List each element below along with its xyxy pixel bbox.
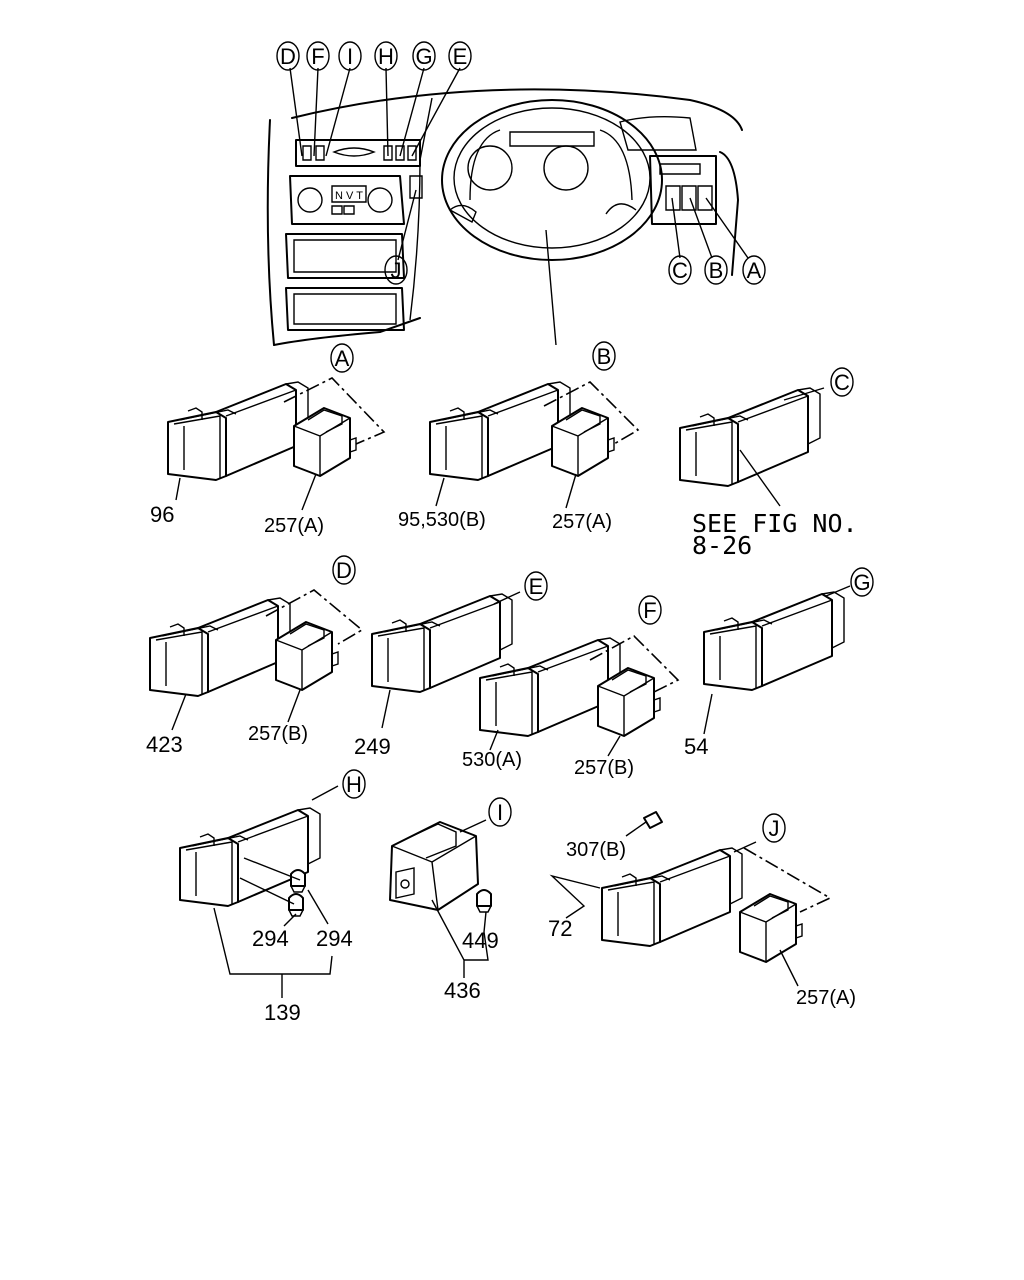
group-G-callout[interactable]: G xyxy=(850,567,874,597)
dashboard-callout-I[interactable]: I xyxy=(338,41,362,71)
switch-95-530b[interactable] xyxy=(429,381,571,481)
dashboard-callout-H[interactable]: H xyxy=(374,41,398,71)
part-number-449: 449 xyxy=(462,928,499,953)
bulb-294[interactable] xyxy=(290,869,306,893)
group-H: H 294 294 139 xyxy=(179,769,366,1025)
callout-letter: B xyxy=(709,258,724,283)
callout-letter: G xyxy=(853,570,870,595)
part-number-294: 294 xyxy=(316,926,353,951)
callout-letter: G xyxy=(415,44,432,69)
dashboard-callout-G[interactable]: G xyxy=(412,41,436,71)
bulb-449[interactable] xyxy=(476,889,492,913)
part-number-257b: 257(B) xyxy=(248,723,308,745)
group-C-callout[interactable]: C xyxy=(830,367,854,397)
group-J-callout[interactable]: J xyxy=(762,813,786,843)
dashboard-overview xyxy=(266,67,749,346)
group-J: J 307(B) 72 257(A) xyxy=(548,811,856,1009)
switch-436[interactable] xyxy=(389,821,479,911)
part-number-257a: 257(A) xyxy=(796,987,856,1009)
part-number-257a: 257(A) xyxy=(264,515,324,537)
part-number-436: 436 xyxy=(444,978,481,1003)
callout-letter: I xyxy=(497,800,503,825)
callout-letter: C xyxy=(834,370,850,395)
dashboard-callout-D[interactable]: D xyxy=(276,41,300,71)
callout-letter: J xyxy=(769,816,780,841)
group-E: E 249 xyxy=(354,571,548,759)
group-B: B 95,530(B) 257(A) xyxy=(398,341,640,533)
group-A: A 96 257(A) xyxy=(150,343,386,537)
switch-423[interactable] xyxy=(149,597,291,697)
group-D: D 423 257(B) xyxy=(146,555,364,757)
part-number-294: 294 xyxy=(252,926,289,951)
callout-letter: E xyxy=(453,44,468,69)
dashboard-callout-B[interactable]: B xyxy=(704,255,728,285)
part-number-423: 423 xyxy=(146,732,183,757)
dashboard-callout-E[interactable]: E xyxy=(448,41,472,71)
callout-letter: F xyxy=(643,598,656,623)
part-number-257b: 257(B) xyxy=(574,757,634,779)
cover-257a[interactable] xyxy=(739,893,803,963)
part-number-257a: 257(A) xyxy=(552,511,612,533)
cover-257a[interactable] xyxy=(551,407,615,477)
part-number-72: 72 xyxy=(548,916,572,941)
group-G: G 54 xyxy=(684,567,874,759)
part-number-96: 96 xyxy=(150,502,174,527)
dashboard-callout-F[interactable]: F xyxy=(306,41,330,71)
bulb-294[interactable] xyxy=(288,893,304,917)
screw-307b[interactable] xyxy=(625,811,663,837)
callout-letter: A xyxy=(335,346,350,371)
callout-letter: F xyxy=(311,44,324,69)
switch-c[interactable] xyxy=(679,387,821,487)
callout-letter: D xyxy=(280,44,296,69)
group-A-callout[interactable]: A xyxy=(330,343,354,373)
callout-letter: H xyxy=(378,44,394,69)
group-H-callout[interactable]: H xyxy=(342,769,366,799)
group-D-callout[interactable]: D xyxy=(332,555,356,585)
group-F: F 530(A) 257(B) xyxy=(462,595,680,779)
callout-letter: H xyxy=(346,772,362,797)
group-F-callout[interactable]: F xyxy=(638,595,662,625)
callout-letter: E xyxy=(529,574,544,599)
dashboard-callout-A[interactable]: A xyxy=(742,255,766,285)
switch-139[interactable] xyxy=(179,807,321,907)
callout-letter: A xyxy=(747,258,762,283)
group-I-callout[interactable]: I xyxy=(488,797,512,827)
group-I: I 449 436 xyxy=(389,797,512,1003)
cover-257b[interactable] xyxy=(275,621,339,691)
part-number-139: 139 xyxy=(264,1000,301,1025)
switch-54[interactable] xyxy=(703,591,845,691)
see-figure-number: 8-26 xyxy=(692,531,752,560)
switch-96[interactable] xyxy=(167,381,309,481)
hvac-display-text: N V T xyxy=(335,190,363,202)
see-figure-note: SEE FIG NO. xyxy=(692,509,858,538)
callout-letter: C xyxy=(672,258,688,283)
callout-letter: I xyxy=(347,44,353,69)
part-number-249: 249 xyxy=(354,734,391,759)
dashboard-callout-J[interactable]: J xyxy=(384,255,408,285)
switch-72[interactable] xyxy=(601,847,743,947)
callout-letter: J xyxy=(391,258,402,283)
group-C: C SEE FIG NO. 8-26 xyxy=(679,367,858,560)
callout-letter: D xyxy=(336,558,352,583)
part-number-95-530b: 95,530(B) xyxy=(398,509,486,531)
group-E-callout[interactable]: E xyxy=(524,571,548,601)
part-number-307b: 307(B) xyxy=(566,839,626,861)
callout-letter: B xyxy=(597,344,612,369)
dashboard-callout-C[interactable]: C xyxy=(668,255,692,285)
part-number-530a: 530(A) xyxy=(462,749,522,771)
group-B-callout[interactable]: B xyxy=(592,341,616,371)
cover-257a[interactable] xyxy=(293,407,357,477)
part-number-54: 54 xyxy=(684,734,708,759)
